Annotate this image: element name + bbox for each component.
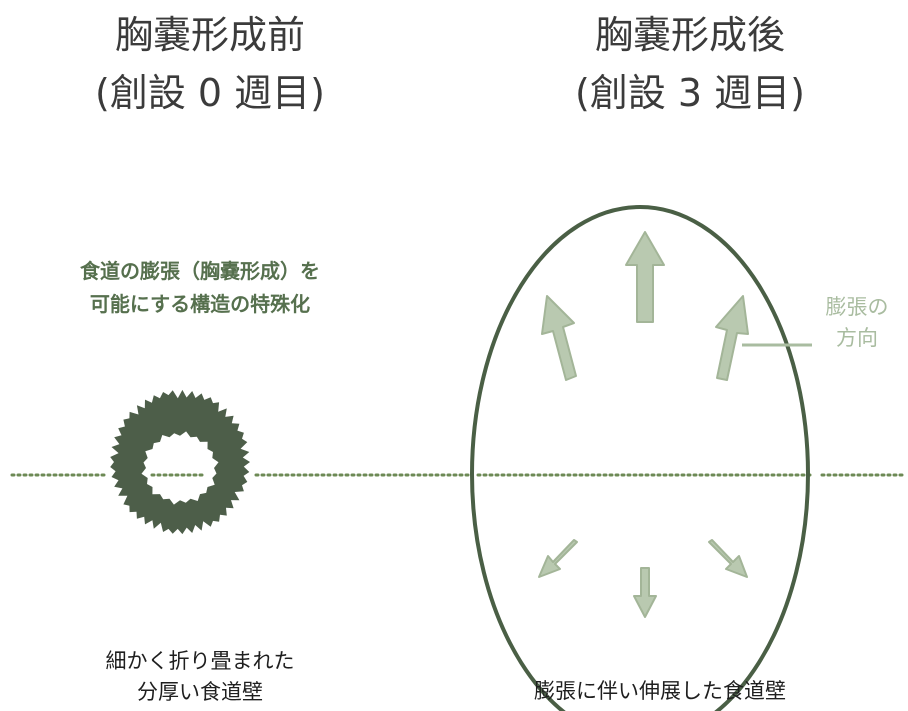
caption-before-line1: 細かく折り畳まれた (105, 649, 295, 673)
specialization-note: 食道の膨張（胸嚢形成）を 可能にする構造の特殊化 (10, 255, 390, 321)
specialization-note-line1: 食道の膨張（胸嚢形成）を (80, 259, 320, 283)
arrow-upright-icon (715, 295, 749, 381)
arrow-up-icon (625, 231, 665, 323)
title-before-line2: (創設 0 週目) (95, 71, 325, 115)
stretched-esophageal-wall (470, 205, 810, 711)
title-after: 胸嚢形成後 (創設 3 週目) (470, 6, 908, 122)
caption-after: 膨張に伴い伸展した食道壁 (450, 676, 870, 707)
caption-before: 細かく折り畳まれた 分厚い食道壁 (20, 646, 380, 708)
caption-after-line1: 膨張に伴い伸展した食道壁 (534, 679, 786, 703)
arrow-downleft-icon (538, 539, 578, 578)
folded-esophageal-wall (110, 389, 250, 535)
arrow-downright-icon (708, 539, 748, 578)
title-before-line1: 胸嚢形成前 (114, 13, 305, 57)
caption-before-line2: 分厚い食道壁 (137, 680, 263, 704)
expansion-arrows-upper (541, 231, 749, 381)
title-after-line2: (創設 3 週目) (575, 71, 805, 115)
title-before: 胸嚢形成前 (創設 0 週目) (20, 6, 400, 122)
expansion-direction-label: 膨張の 方向 (812, 292, 902, 354)
arrow-upleft-icon (541, 295, 577, 381)
expansion-arrows-lower (538, 539, 748, 618)
specialization-note-line2: 可能にする構造の特殊化 (89, 292, 311, 316)
arrow-down-icon (633, 567, 657, 618)
expansion-direction-label-line2: 方向 (836, 326, 878, 350)
folded-wall-ring (110, 389, 250, 535)
expansion-direction-label-line1: 膨張の (825, 295, 889, 319)
title-after-line1: 胸嚢形成後 (594, 13, 785, 57)
